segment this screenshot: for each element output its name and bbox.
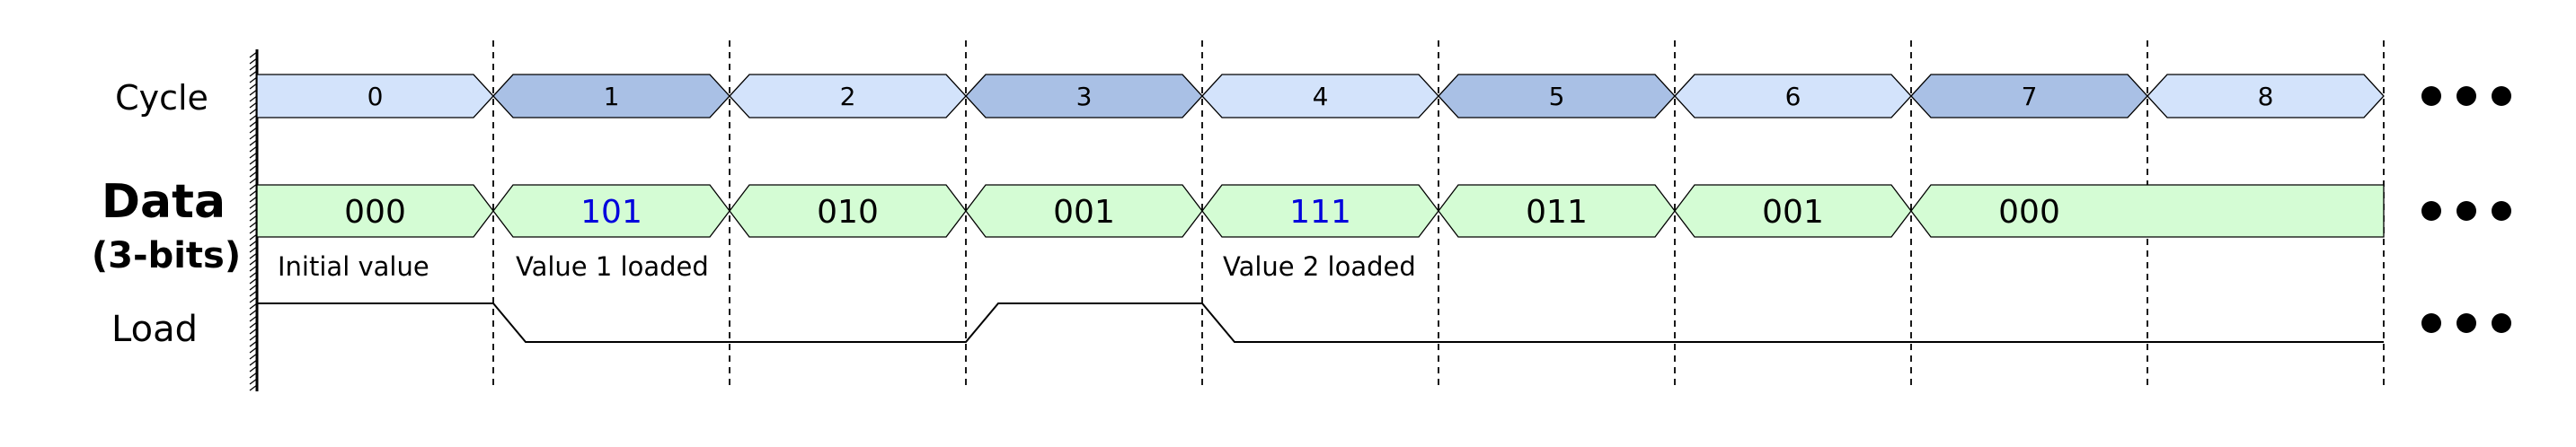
- cycle-segment: [256, 74, 494, 118]
- data-segment: [256, 184, 494, 238]
- data-value: 111: [1289, 194, 1351, 231]
- cycle-label: 7: [2022, 82, 2038, 111]
- load-continuation-ellipsis: [2421, 313, 2511, 333]
- cycle-label: 5: [1549, 82, 1565, 111]
- cycle-label: 6: [1785, 82, 1801, 111]
- cycle-segment: [2147, 74, 2385, 118]
- cycle-label: 4: [1313, 82, 1329, 111]
- annotation-initial-value: Initial value: [278, 251, 429, 282]
- data-value: 000: [344, 194, 406, 231]
- data-value: 001: [1762, 194, 1824, 231]
- cycle-label: 8: [2258, 82, 2274, 111]
- cycle-label: 1: [604, 82, 620, 111]
- data-bus: 000 101 010 001 111 011 001 000: [256, 184, 2385, 238]
- time-origin-bar: [249, 49, 259, 391]
- cycle-label: 2: [840, 82, 856, 111]
- signal-label-cycle: Cycle: [115, 78, 208, 118]
- cycle-label: 0: [367, 82, 384, 111]
- cycle-continuation-ellipsis: [2421, 86, 2511, 106]
- signal-label-load: Load: [111, 309, 198, 350]
- cycle-label: 3: [1076, 82, 1093, 111]
- annotation-value-2-loaded: Value 2 loaded: [1223, 251, 1416, 282]
- data-value: 010: [817, 194, 879, 231]
- signal-label-data: Data: [102, 175, 226, 229]
- data-continuation-ellipsis: [2421, 201, 2511, 221]
- data-value: 011: [1526, 194, 1588, 231]
- annotation-value-1-loaded: Value 1 loaded: [516, 251, 709, 282]
- data-segment: [1910, 184, 2385, 238]
- data-value: 001: [1053, 194, 1115, 231]
- data-value: 000: [1998, 194, 2060, 231]
- signal-label-data-width: (3-bits): [92, 235, 241, 276]
- cycle-bus: 0 1 2 3 4 5 6 7 8: [256, 74, 2385, 118]
- data-value: 101: [580, 194, 642, 231]
- load-waveform: [257, 302, 2384, 343]
